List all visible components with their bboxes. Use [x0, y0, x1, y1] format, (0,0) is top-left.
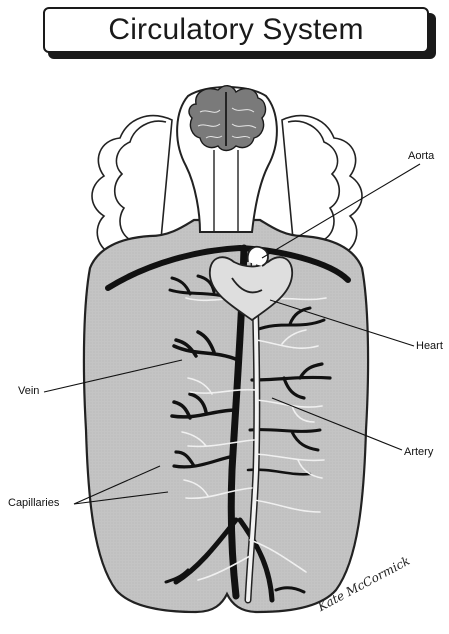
- label-capillaries: Capillaries: [8, 497, 59, 509]
- label-artery: Artery: [404, 446, 433, 458]
- label-vein: Vein: [18, 385, 39, 397]
- label-aorta: Aorta: [408, 150, 434, 162]
- label-heart: Heart: [416, 340, 443, 352]
